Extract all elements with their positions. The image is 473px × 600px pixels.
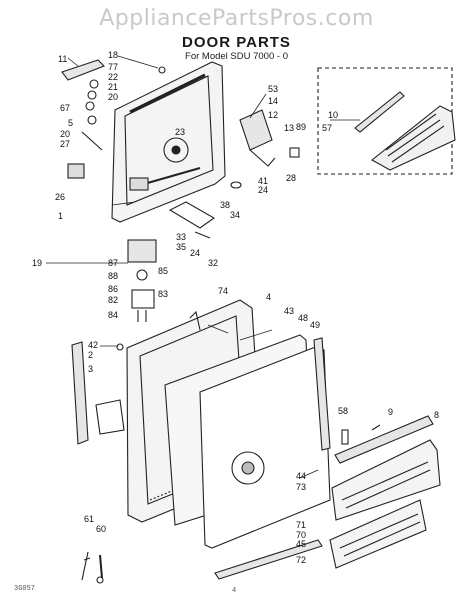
callout: 4	[266, 292, 271, 302]
diagram-subtitle: For Model SDU 7000 - 0	[185, 51, 288, 62]
callout: 1	[58, 211, 63, 221]
callout: 85	[158, 266, 168, 276]
callout: 24	[258, 185, 268, 195]
callout: 35	[176, 242, 186, 252]
spring-parts	[81, 551, 104, 584]
callout: 10	[328, 110, 338, 120]
callout: 33	[176, 232, 186, 242]
callout: 71	[296, 520, 306, 530]
callout: 88	[108, 271, 118, 281]
callout: 13	[284, 123, 294, 133]
callout: 34	[230, 210, 240, 220]
control-panel-parts	[329, 415, 441, 569]
callout: 44	[296, 471, 306, 481]
callout: 5	[68, 118, 73, 128]
callout: 11	[58, 54, 67, 64]
callout: 84	[108, 310, 118, 320]
callout: 74	[218, 286, 228, 296]
latch-assembly	[230, 109, 300, 189]
callout: 48	[298, 313, 308, 323]
callout: 87	[108, 258, 118, 268]
callout: 73	[296, 482, 306, 492]
front-panel	[199, 345, 331, 549]
callout: 58	[338, 406, 348, 416]
callout: 18	[108, 50, 118, 60]
callout: 82	[108, 295, 118, 305]
callout: 20	[108, 92, 118, 102]
callout: 20	[60, 129, 70, 139]
callout: 70	[296, 530, 306, 540]
callout: 38	[220, 200, 230, 210]
callout: 89	[296, 122, 306, 132]
callout: 3	[88, 364, 93, 374]
callout: 24	[190, 248, 200, 258]
callout: 12	[268, 110, 278, 120]
footer-code: 3G057	[14, 585, 36, 593]
callout: 23	[175, 127, 185, 137]
callout: 21	[108, 82, 118, 92]
callout: 9	[388, 407, 393, 417]
callout: 27	[60, 139, 70, 149]
callout: 42	[88, 340, 98, 350]
callout: 8	[434, 410, 439, 420]
leader-lines	[46, 55, 360, 479]
inner-door-panel	[111, 61, 226, 223]
callout: 77	[108, 62, 118, 72]
callout: 86	[108, 284, 118, 294]
hinge-bracket-parts	[61, 59, 166, 179]
callout: 72	[296, 555, 306, 565]
callout: 49	[310, 320, 320, 330]
callout: 61	[84, 514, 94, 524]
page-number: 4	[232, 587, 237, 595]
vent-grille-inset	[317, 67, 456, 175]
trim-strip	[313, 337, 331, 451]
callout: 67	[60, 103, 70, 113]
callout: 28	[286, 173, 296, 183]
callout: 60	[96, 524, 106, 534]
diagram-title: DOOR PARTS	[182, 34, 291, 51]
side-bracket	[71, 341, 125, 445]
switch-assembly	[127, 201, 216, 322]
bottom-trim	[214, 539, 323, 580]
callout: 45	[296, 539, 306, 549]
callout: 26	[55, 192, 65, 202]
callout: 43	[284, 306, 294, 316]
callout: 83	[158, 289, 168, 299]
callout: 2	[88, 350, 93, 360]
callout: 32	[208, 258, 218, 268]
callout-labels: 11 18 77 22 21 20 67 5 20 27 26 1 23 53 …	[32, 50, 439, 565]
callout: 22	[108, 72, 118, 82]
callout: 19	[32, 258, 42, 268]
callout: 14	[268, 96, 278, 106]
callout: 53	[268, 84, 278, 94]
watermark: AppliancePartsPros.com	[99, 6, 374, 31]
callout: 57	[322, 123, 332, 133]
callout: 41	[258, 176, 268, 186]
